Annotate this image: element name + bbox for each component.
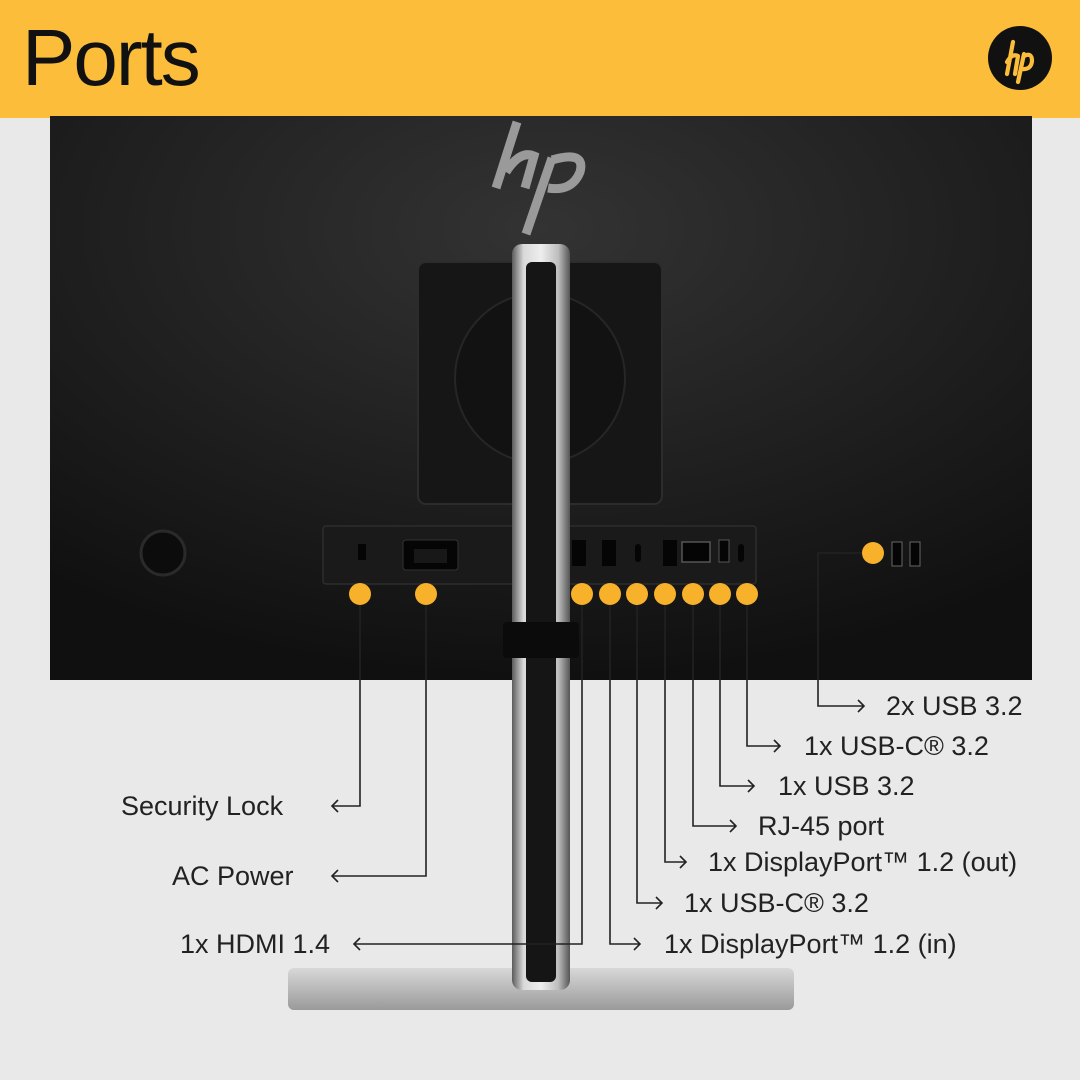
header-banner: Ports <box>0 0 1080 118</box>
marker-usb-c-b[interactable] <box>626 583 648 605</box>
hp-logo-icon <box>988 26 1052 90</box>
marker-usb[interactable] <box>709 583 731 605</box>
marker-dp-out[interactable] <box>654 583 676 605</box>
label-ac-power: AC Power <box>172 861 294 891</box>
marker-rj45[interactable] <box>682 583 704 605</box>
page-title: Ports <box>22 13 201 102</box>
side-usb-port-2 <box>909 541 921 567</box>
security-lock-slot <box>358 544 366 560</box>
label-security-lock: Security Lock <box>121 791 284 821</box>
dp-out-port <box>663 540 677 566</box>
monitor-hp-logo-icon <box>491 120 586 236</box>
label-rj45: RJ-45 port <box>758 811 885 841</box>
label-usb-side: 2x USB 3.2 <box>886 691 1023 721</box>
label-usb-c-a: 1x USB-C® 3.2 <box>804 731 989 761</box>
label-usb-c-b: 1x USB-C® 3.2 <box>684 888 869 918</box>
usb-port <box>718 539 730 563</box>
label-dp-out: 1x DisplayPort™ 1.2 (out) <box>708 847 1018 877</box>
label-dp-in: 1x DisplayPort™ 1.2 (in) <box>664 929 957 959</box>
marker-usb-side[interactable] <box>862 542 884 564</box>
marker-security-lock[interactable] <box>349 583 371 605</box>
cable-clip <box>503 622 579 658</box>
marker-usb-c-a[interactable] <box>736 583 758 605</box>
label-usb: 1x USB 3.2 <box>778 771 915 801</box>
marker-dp-in[interactable] <box>599 583 621 605</box>
leader-lines <box>332 552 873 945</box>
usb-c-port <box>635 544 641 562</box>
marker-hdmi[interactable] <box>571 583 593 605</box>
side-usb-port-1 <box>891 541 903 567</box>
hdmi-port <box>572 540 586 566</box>
power-button <box>139 529 187 577</box>
label-hdmi: 1x HDMI 1.4 <box>180 929 331 959</box>
usb-c-port-2 <box>738 544 744 562</box>
dp-in-port <box>602 540 616 566</box>
marker-ac-power[interactable] <box>415 583 437 605</box>
rj45-port <box>681 541 711 563</box>
